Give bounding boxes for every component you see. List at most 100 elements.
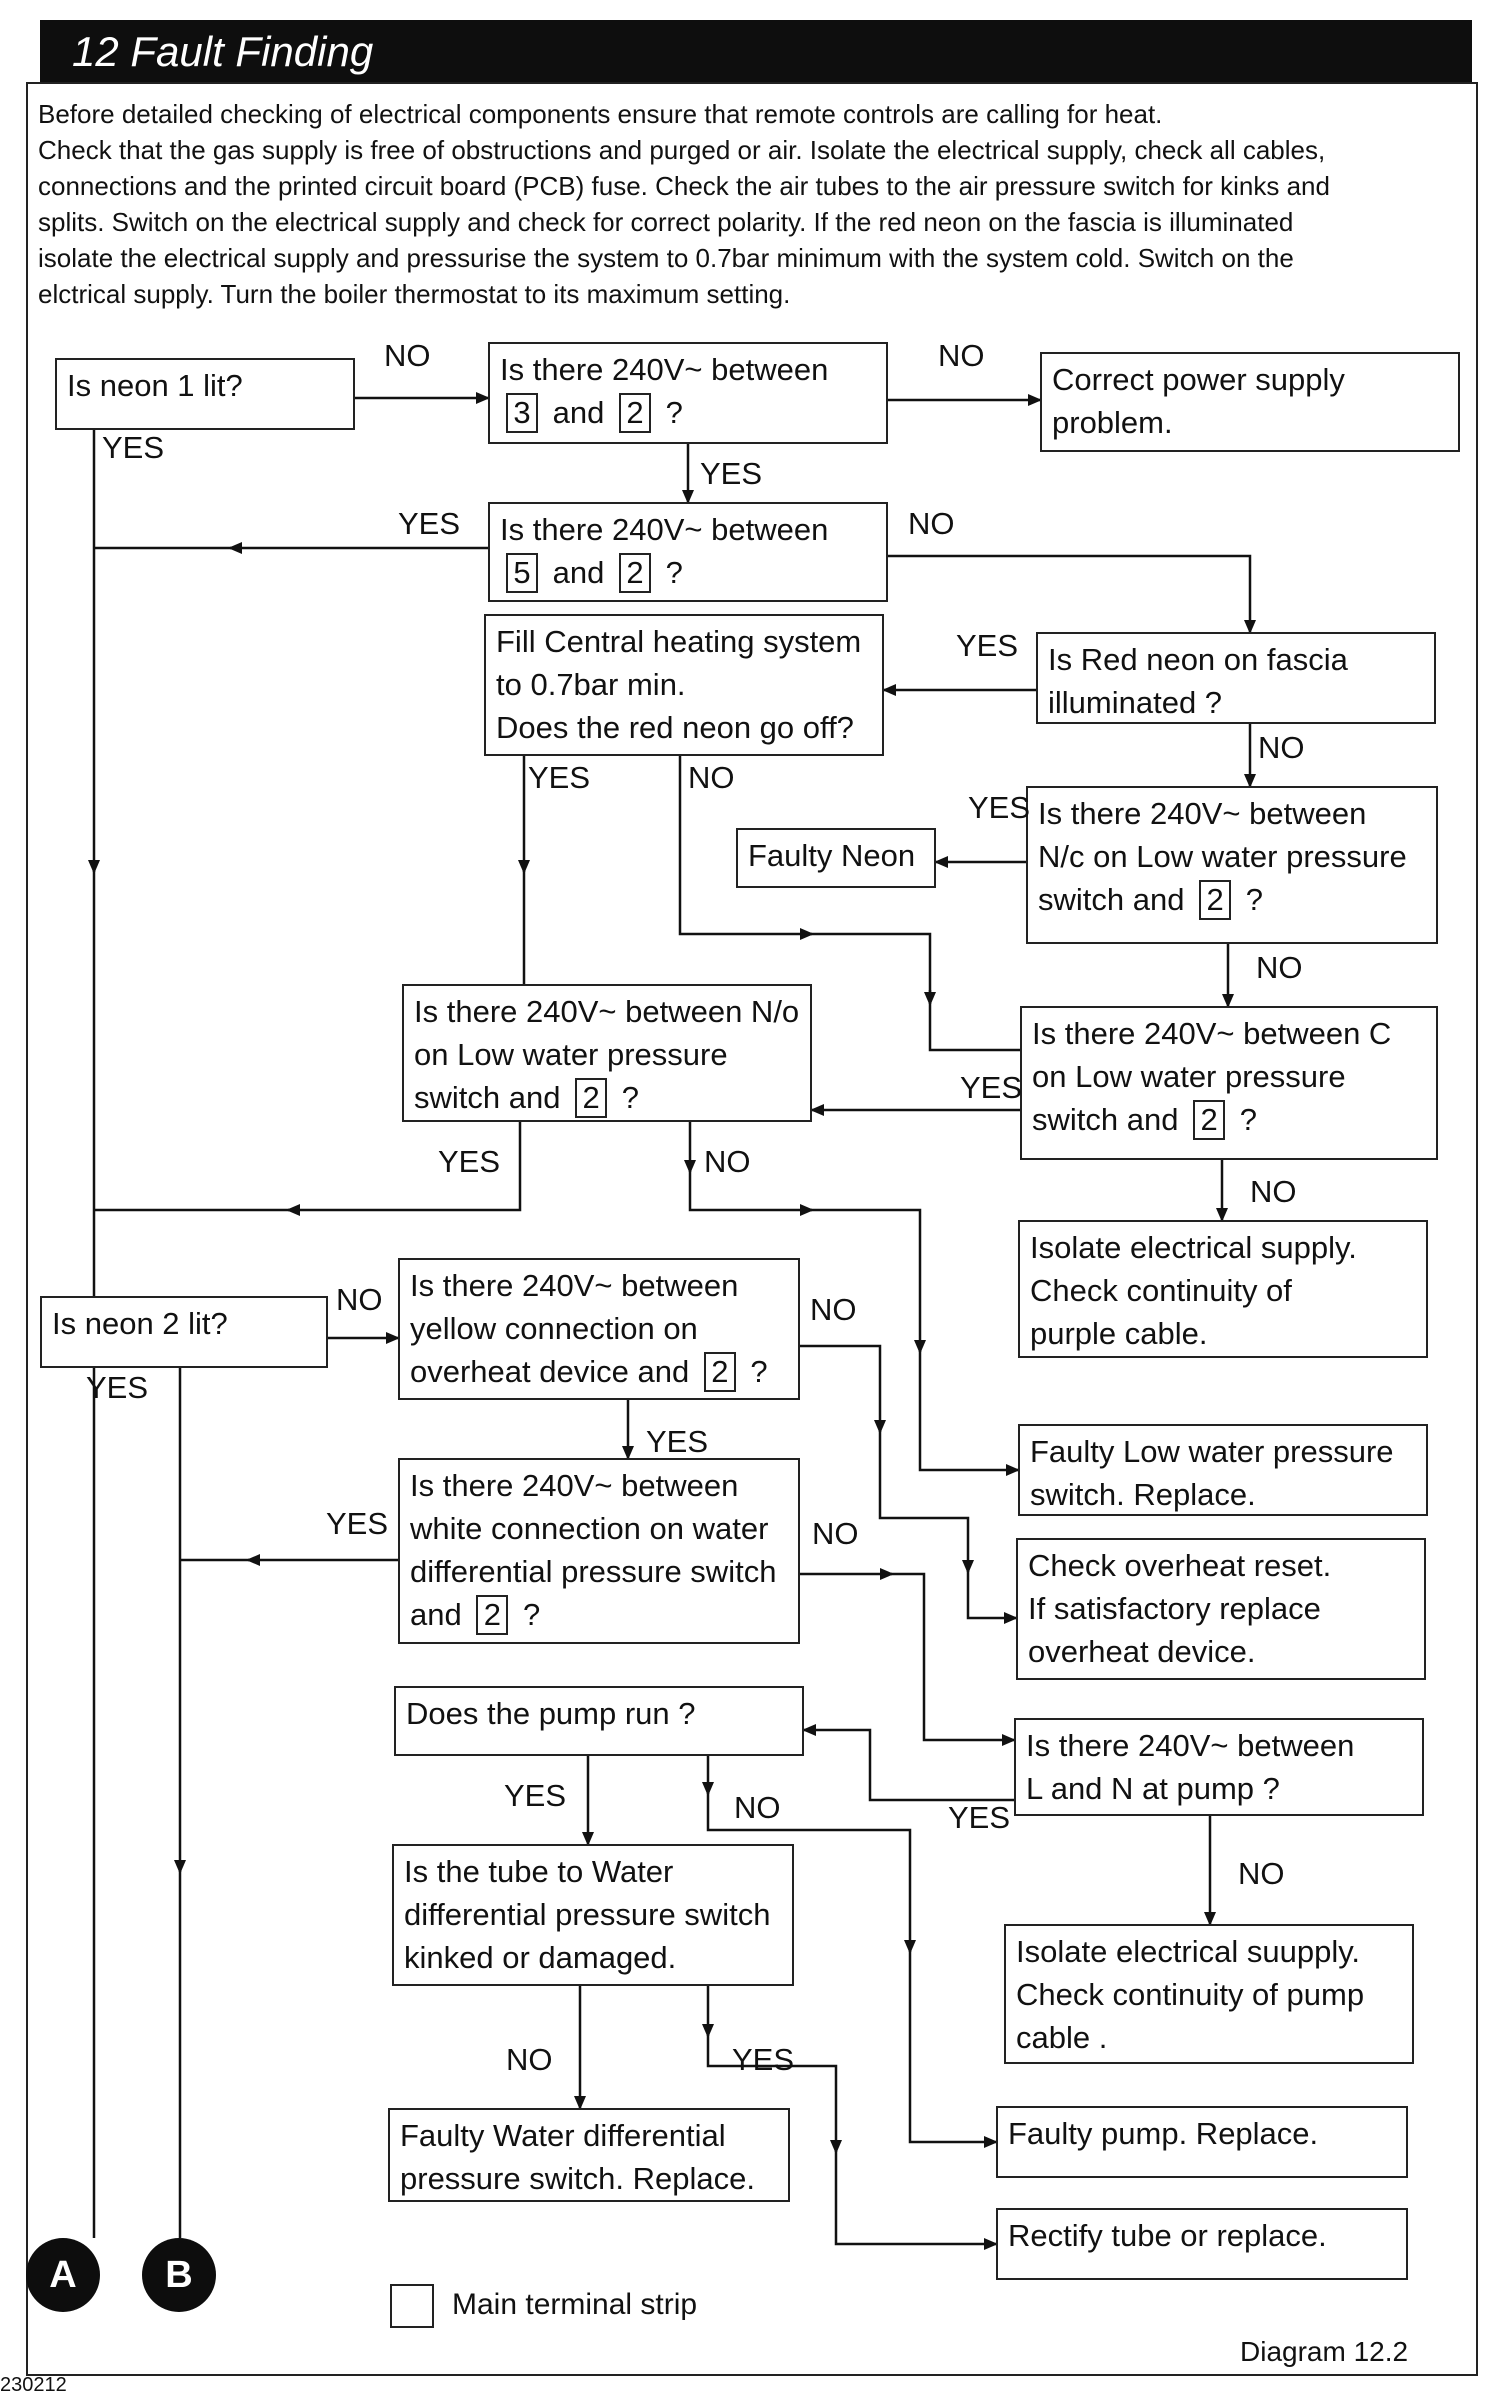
yes-label: YES [956, 628, 1019, 663]
box-neon1: Is neon 1 lit? [55, 358, 355, 430]
yes-label: YES [528, 760, 591, 795]
terminal-number: 3 [506, 393, 538, 433]
box-text: Rectify tube or replace. [1008, 2218, 1327, 2253]
terminal-number: 2 [703, 1352, 736, 1392]
no-label: NO [704, 1144, 751, 1179]
terminal-legend-box [390, 2284, 434, 2328]
no-label: NO [812, 1516, 859, 1551]
box-overheat: Check overheat reset.If satisfactory rep… [1016, 1538, 1426, 1680]
connector-b: B [142, 2238, 216, 2312]
no-label: NO [1250, 1174, 1297, 1209]
terminal-number: 2 [1193, 1100, 1226, 1140]
yes-label: YES [732, 2042, 795, 2077]
terminal-number: 2 [618, 553, 651, 593]
flow-connector [802, 1724, 1014, 1802]
diagram-number: Diagram 12.2 [1240, 2336, 1409, 2367]
no-label: NO [506, 2042, 553, 2077]
yes-label: YES [948, 1800, 1011, 1835]
no-label: NO [384, 338, 431, 373]
box-text: Is there 240V~ between N/c on Low water … [1038, 792, 1407, 921]
terminal-number: 2 [1199, 880, 1232, 920]
flow-connector [706, 1986, 998, 2250]
no-label: NO [938, 338, 985, 373]
no-label: NO [1258, 730, 1305, 765]
terminal-number: 2 [618, 393, 651, 433]
no-label: NO [734, 1790, 781, 1825]
box-isolate-pump: Isolate electrical suupply.Check continu… [1004, 1924, 1414, 2064]
yes-label: YES [398, 506, 461, 541]
box-pump-run: Does the pump run ? [394, 1686, 804, 1756]
intro-line: isolate the electrical supply and pressu… [38, 243, 1294, 273]
yes-label: YES [102, 430, 165, 465]
no-label: NO [810, 1292, 857, 1327]
yes-label: YES [438, 1144, 501, 1179]
yes-label: YES [326, 1506, 389, 1541]
yes-label: YES [700, 456, 763, 491]
yes-label: YES [646, 1424, 709, 1459]
box-text: Isolate electrical supply.Check continui… [1030, 1230, 1357, 1351]
box-rectify: Rectify tube or replace. [996, 2208, 1408, 2280]
flow-connector [678, 756, 1020, 1052]
box-text: Faulty Neon [748, 838, 916, 873]
box-text: Check overheat reset.If satisfactory rep… [1028, 1548, 1332, 1669]
diagram-frame [26, 82, 1478, 2376]
flow-connector [688, 1122, 1020, 1476]
intro-line: elctrical supply. Turn the boiler thermo… [38, 279, 791, 309]
no-label: NO [1256, 950, 1303, 985]
no-label: NO [688, 760, 735, 795]
terminal-number: 2 [575, 1078, 608, 1118]
terminal-number: 2 [476, 1595, 509, 1635]
no-label: NO [1238, 1856, 1285, 1891]
box-nc: Is there 240V~ between N/c on Low water … [1026, 786, 1438, 944]
intro-text: Before detailed checking of electrical c… [38, 96, 1398, 312]
intro-line: Before detailed checking of electrical c… [38, 99, 1163, 129]
terminal-number: 5 [506, 553, 538, 593]
intro-line: Check that the gas supply is free of obs… [38, 135, 1326, 165]
yes-label: YES [504, 1778, 567, 1813]
intro-line: splits. Switch on the electrical supply … [38, 207, 1294, 237]
box-faulty-pump: Faulty pump. Replace. [996, 2106, 1408, 2178]
flow-connector [706, 1756, 998, 2148]
flow-connector [800, 1344, 1018, 1624]
box-neon2: Is neon 2 lit? [40, 1296, 328, 1368]
box-isolate-purple: Isolate electrical supply.Check continui… [1018, 1220, 1428, 1358]
yes-label: YES [86, 1370, 149, 1405]
page-title: 12 Fault Finding [72, 28, 374, 75]
box-text: Is neon 2 lit? [52, 1306, 228, 1341]
flow-connector [888, 554, 1256, 634]
yes-label: YES [968, 790, 1031, 825]
no-label: NO [336, 1282, 383, 1317]
flow-connector [800, 1572, 1016, 1746]
box-text: Does the pump run ? [406, 1696, 696, 1731]
intro-line: connections and the printed circuit boar… [38, 171, 1330, 201]
box-text: Faulty pump. Replace. [1008, 2116, 1319, 2151]
connector-a: A [26, 2238, 100, 2312]
yes-label: YES [960, 1070, 1023, 1105]
box-text: Is neon 1 lit? [67, 368, 243, 403]
